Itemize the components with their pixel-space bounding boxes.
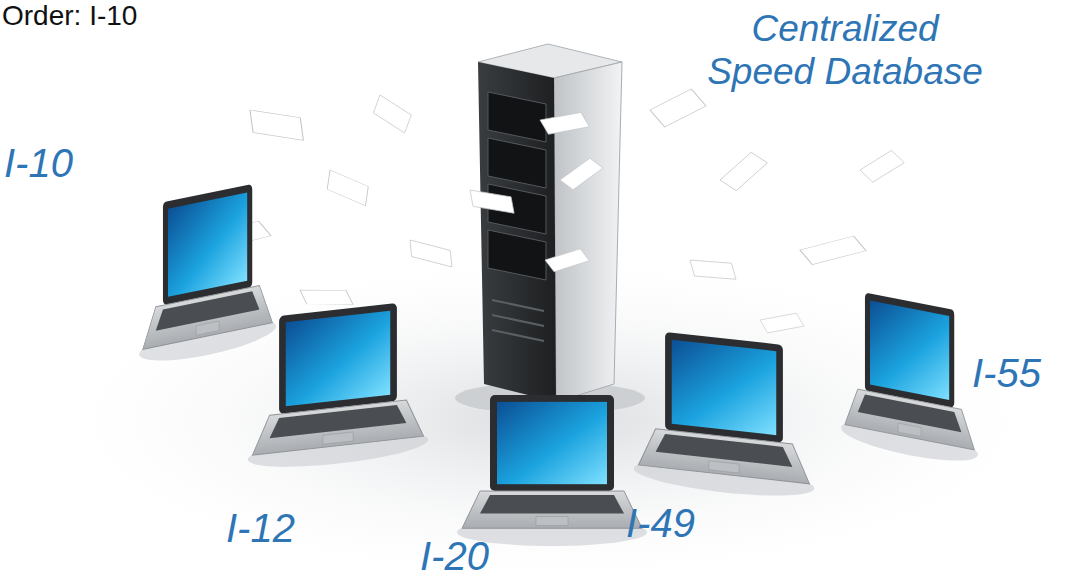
highway-label: I-12 xyxy=(226,505,295,551)
highway-label: I-10 xyxy=(4,140,73,186)
highway-label: I-20 xyxy=(420,533,489,579)
slide-heading-fragment: Order: I-10 xyxy=(2,0,137,32)
highway-label: I-49 xyxy=(626,500,695,546)
database-label: Centralized Speed Database xyxy=(695,8,995,93)
highway-label: I-55 xyxy=(972,350,1041,396)
